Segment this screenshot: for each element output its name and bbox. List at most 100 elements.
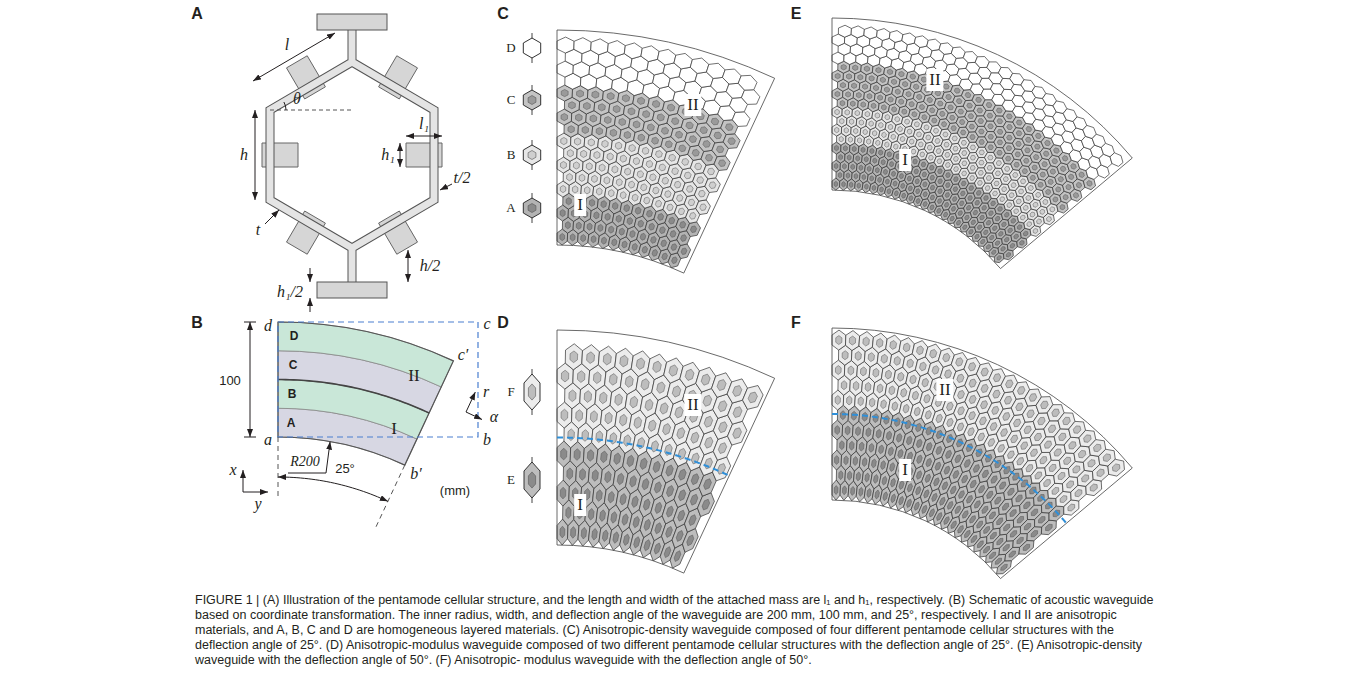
attached-mass (969, 124, 975, 129)
attached-mass (962, 151, 967, 156)
attached-mass (997, 140, 1003, 145)
attached-mass (971, 535, 977, 542)
attached-mass (916, 471, 921, 479)
attached-mass (938, 169, 943, 174)
attached-mass (989, 211, 994, 216)
attached-mass (686, 122, 694, 129)
lattice-cell (631, 351, 650, 377)
attached-mass (1046, 524, 1053, 530)
attached-mass (997, 518, 1003, 525)
attached-mass (1030, 212, 1035, 217)
panel-letter: F (791, 314, 801, 332)
attached-mass (834, 163, 838, 168)
attached-mass (1035, 144, 1041, 149)
attached-mass (964, 460, 970, 468)
attached-mass (637, 171, 643, 178)
attached-mass (916, 189, 920, 194)
attached-mass (624, 131, 631, 138)
attached-mass (870, 176, 874, 181)
attached-mass (920, 152, 925, 157)
attached-mass (1025, 148, 1031, 153)
attached-mass (995, 241, 999, 245)
attached-mass (965, 530, 971, 537)
attached-mass (835, 91, 840, 96)
attached-mass (1087, 181, 1092, 187)
attached-mass (1066, 184, 1071, 189)
lattice-cell (641, 46, 659, 62)
attached-mass (588, 508, 594, 520)
attached-mass (950, 486, 956, 494)
attached-mass (634, 537, 640, 548)
attached-mass (888, 97, 893, 102)
attached-mass (674, 551, 681, 562)
attached-mass (858, 397, 864, 406)
attached-mass (591, 236, 596, 243)
attached-mass (1048, 179, 1053, 184)
attached-mass (1097, 469, 1104, 476)
attached-mass (865, 382, 871, 391)
attached-mass (842, 182, 846, 187)
attached-mass (842, 351, 848, 360)
attached-mass (1037, 219, 1042, 224)
attached-mass (609, 374, 617, 386)
modulus-waveguide (557, 330, 775, 573)
attached-mass (678, 208, 684, 215)
lattice-cell (723, 134, 740, 149)
attached-mass (918, 142, 923, 147)
attached-mass (867, 489, 871, 498)
attached-mass (1006, 146, 1012, 151)
attached-mass (899, 496, 904, 505)
attached-mass (958, 407, 965, 415)
attached-mass (567, 150, 573, 157)
attached-mass (986, 221, 991, 225)
attached-mass (997, 538, 1003, 545)
attached-mass (988, 134, 994, 139)
attached-mass (894, 418, 900, 427)
attached-mass (973, 210, 978, 214)
attached-mass (867, 166, 871, 171)
attached-mass (648, 420, 656, 431)
attached-mass (620, 192, 626, 199)
panel-letter: E (791, 5, 802, 23)
attached-mass (953, 156, 958, 161)
attached-mass (895, 89, 900, 94)
attached-mass (582, 126, 589, 133)
attached-mass (676, 195, 683, 202)
region-boundary (832, 414, 1066, 523)
attached-mass (914, 122, 919, 127)
attached-mass (959, 201, 964, 206)
attached-mass (909, 139, 914, 144)
leader-line (265, 210, 279, 224)
attached-mass (672, 168, 679, 175)
lattice-cell (574, 38, 591, 54)
attached-mass (1024, 523, 1030, 529)
attached-mass (979, 485, 985, 493)
attached-mass (936, 414, 942, 422)
attached-mass (610, 433, 617, 445)
attached-mass (646, 210, 652, 217)
lattice-cell (1041, 520, 1056, 534)
attached-mass (608, 190, 614, 197)
attached-mass (601, 237, 606, 244)
attached-mass (1006, 114, 1012, 119)
attached-mass (1004, 396, 1011, 404)
attached-mass (655, 200, 661, 207)
attached-mass (1050, 169, 1055, 174)
dimension-symbol: h (240, 146, 248, 164)
attached-mass (620, 155, 627, 162)
attached-mass (871, 103, 876, 108)
attached-mass (962, 475, 968, 483)
attached-mass (975, 234, 979, 238)
attached-mass (924, 490, 929, 498)
attached-mass (891, 134, 896, 139)
attached-mass (690, 226, 696, 233)
attached-mass (1033, 155, 1039, 160)
attached-mass (1013, 419, 1020, 427)
attached-mass (851, 164, 855, 169)
attached-mass (666, 486, 673, 497)
attached-mass (869, 121, 874, 126)
attached-mass (596, 490, 602, 502)
attached-mass (937, 101, 943, 106)
attached-mass (605, 412, 612, 424)
attached-mass (653, 361, 662, 372)
